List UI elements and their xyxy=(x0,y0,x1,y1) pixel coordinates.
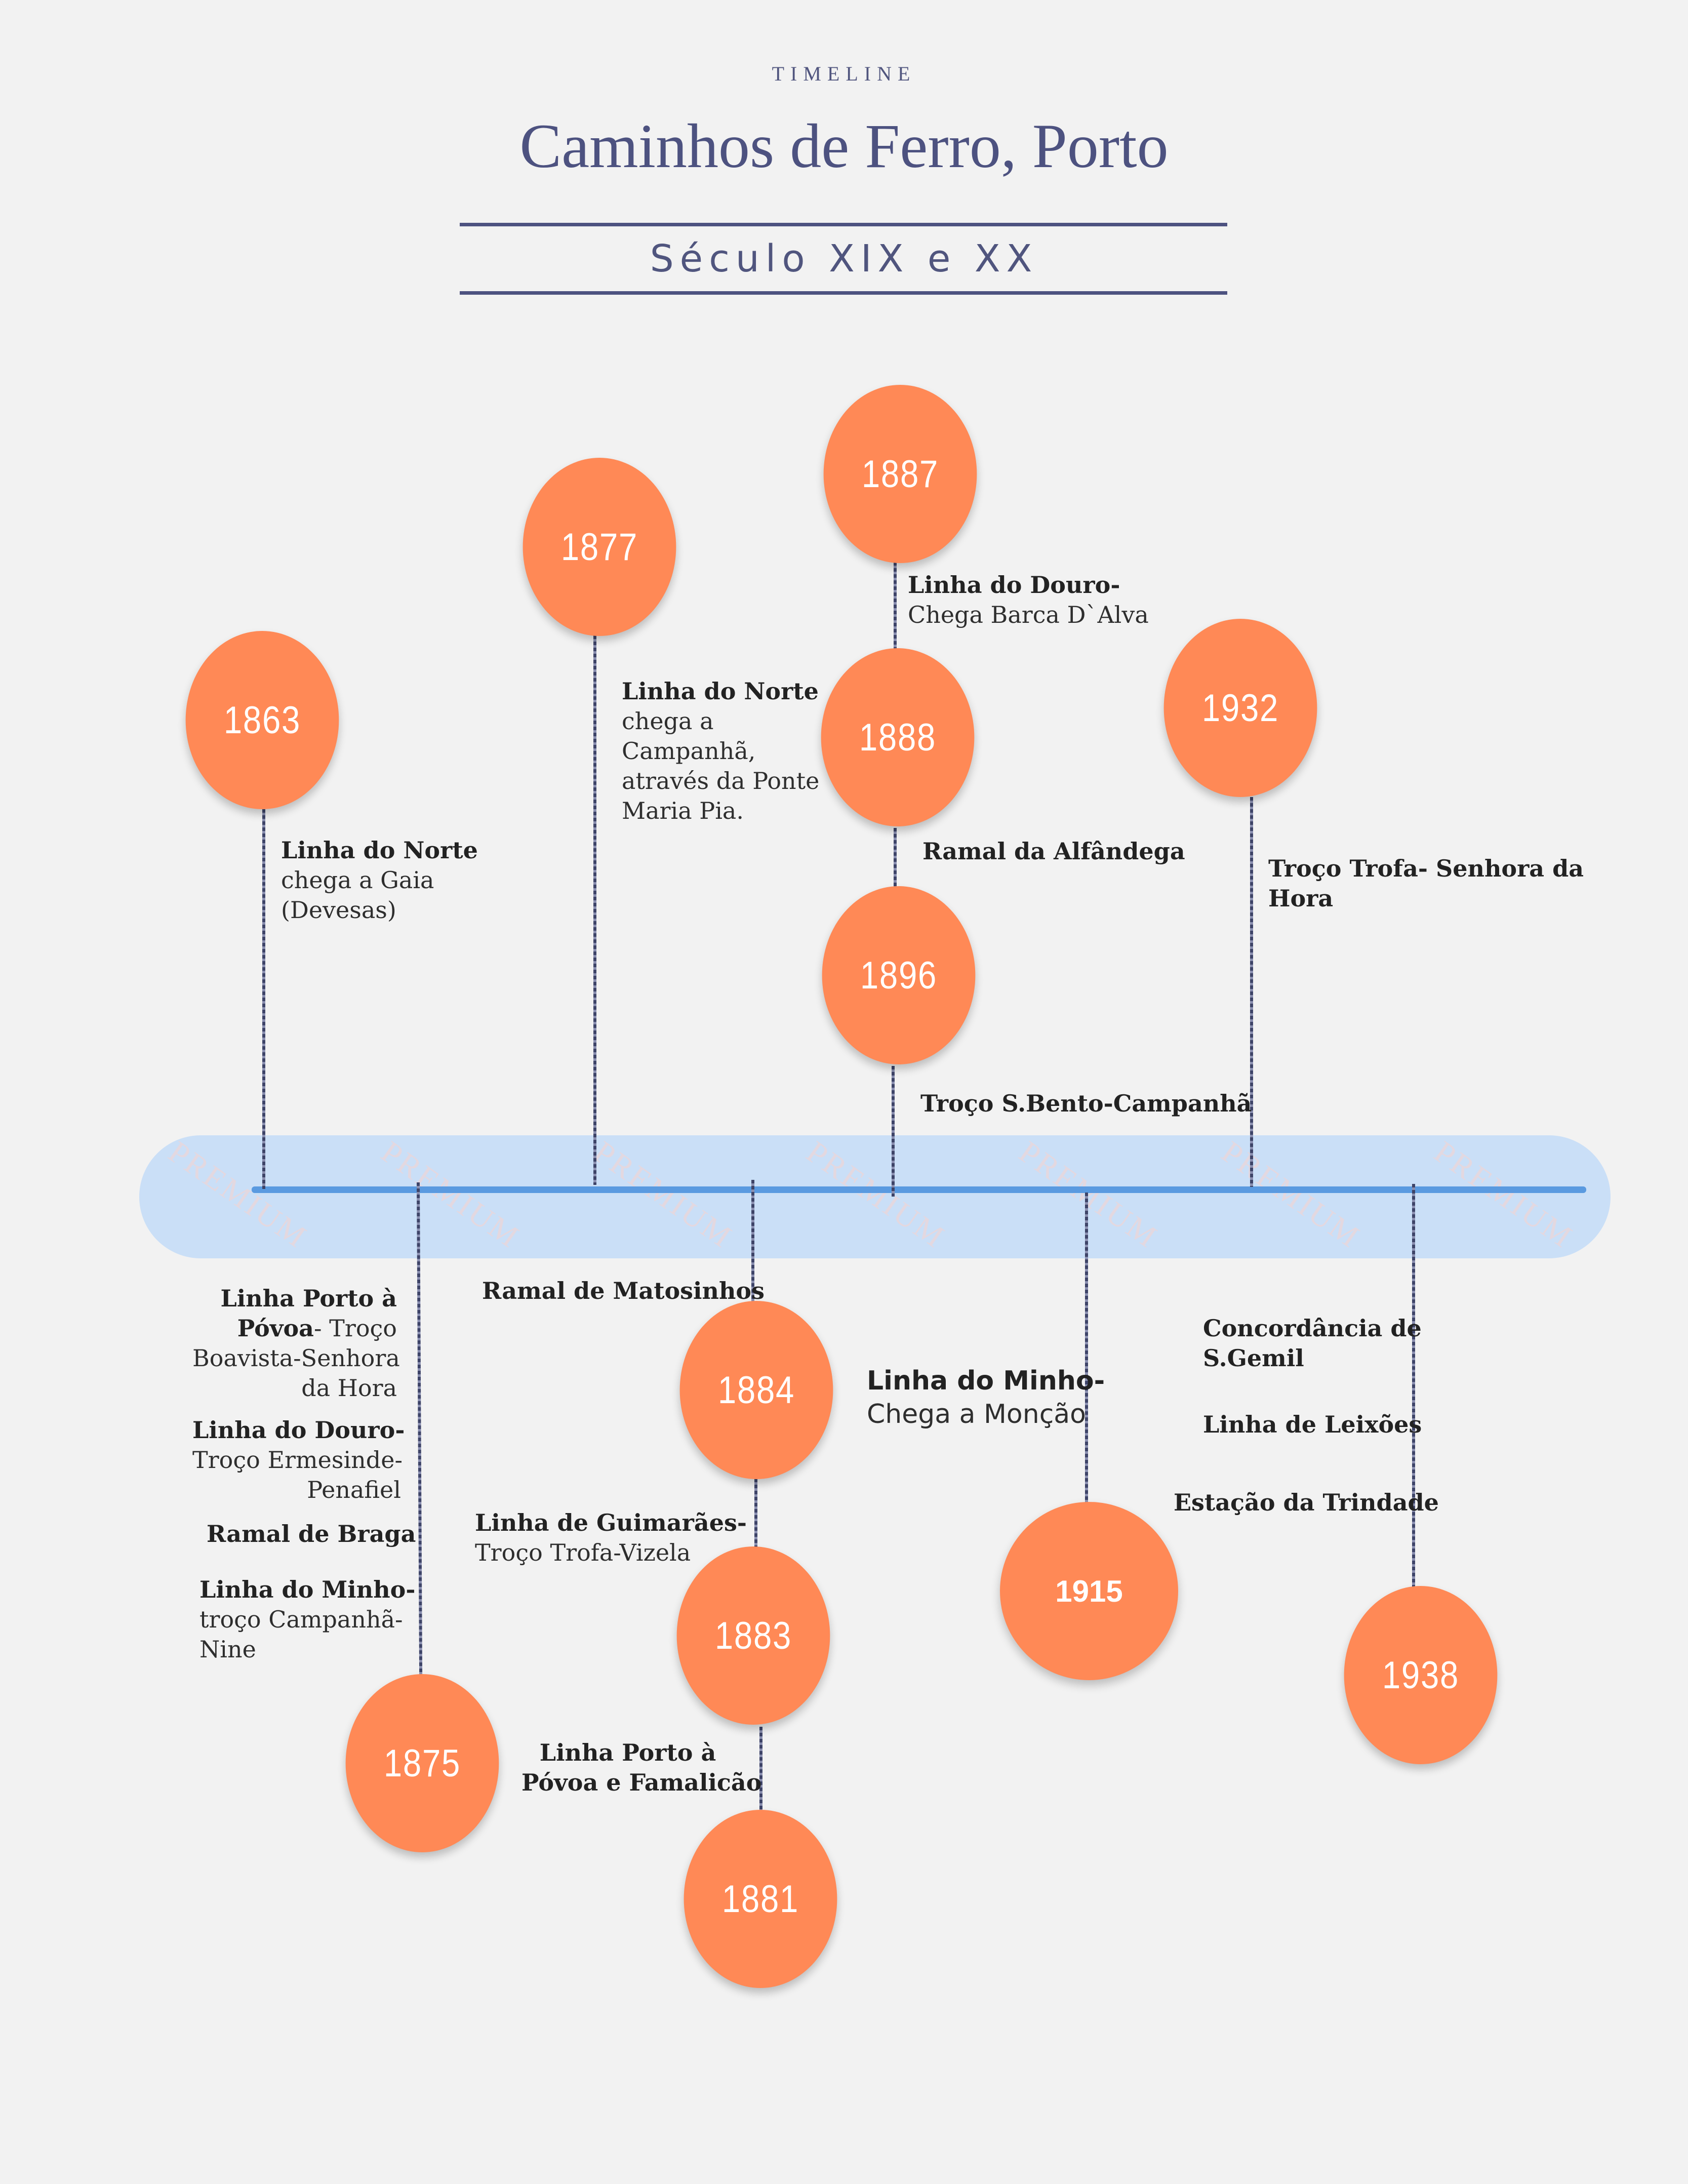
year-circle-1883: 1883 xyxy=(676,1546,830,1725)
event-label-1881: Linha Porto à Póvoa e Famalicão xyxy=(521,1739,762,1796)
connector-1938 xyxy=(1412,1184,1415,1591)
title-rule-bottom xyxy=(460,291,1227,295)
year-circle-1887: 1887 xyxy=(823,385,977,563)
event-label-1877: Linha do Norte chega a Campanhã, através… xyxy=(622,678,820,824)
connector-1883-1881 xyxy=(759,1727,762,1813)
event-label-1863: Linha do Norte chega a Gaia (Devesas) xyxy=(281,837,478,924)
year-circle-1932: 1932 xyxy=(1163,619,1317,797)
event-label-1883: Linha de Guimarães- Troço Trofa-Vizela xyxy=(475,1509,747,1566)
year-circle-1863: 1863 xyxy=(185,631,339,809)
year-circle-1888: 1888 xyxy=(821,648,975,826)
event-label-1875-minho: Linha do Minho- troço Campanhã- Nine xyxy=(199,1576,416,1663)
connector-1896 xyxy=(892,1066,895,1197)
event-label-1938-gemil: Concordância de S.Gemil xyxy=(1203,1315,1422,1372)
event-label-1938-trindade: Estação da Trindade xyxy=(1174,1489,1439,1516)
year-circle-1938: 1938 xyxy=(1344,1586,1498,1764)
year-circle-1881: 1881 xyxy=(684,1810,837,1988)
event-label-1875-douro: Linha do Douro- Troço Ermesinde- Penafie… xyxy=(192,1416,405,1503)
page-title: Caminhos de Ferro, Porto xyxy=(519,111,1169,181)
connector-1884-1883 xyxy=(754,1479,757,1555)
event-label-1932: Troço Trofa- Senhora da Hora xyxy=(1268,855,1584,912)
connector-1887-1888 xyxy=(894,562,897,651)
event-label-1887: Linha do Douro- Chega Barca D`Alva xyxy=(908,571,1149,628)
year-circle-1896: 1896 xyxy=(822,886,976,1064)
event-label-matosinhos: Ramal de Matosinhos xyxy=(482,1277,765,1304)
connector-1932 xyxy=(1250,797,1253,1187)
connector-1877 xyxy=(593,636,596,1185)
event-label-1938-leixoes: Linha de Leixões xyxy=(1203,1411,1422,1438)
eyebrow-label: TIMELINE xyxy=(772,62,916,85)
year-circle-1877: 1877 xyxy=(523,458,676,636)
connector-1884 xyxy=(751,1180,754,1301)
event-label-1875-braga: Ramal de Braga xyxy=(207,1520,416,1547)
connector-1915 xyxy=(1085,1193,1088,1506)
event-label-1888: Ramal da Alfândega xyxy=(922,838,1185,865)
connector-1888-1896 xyxy=(894,828,897,889)
title-rule-top xyxy=(460,223,1227,226)
year-circle-1915: 1915 xyxy=(1000,1502,1178,1680)
page-subtitle: Século XIX e XX xyxy=(650,237,1038,281)
timeline-axis xyxy=(252,1186,1586,1193)
timeline-band xyxy=(139,1135,1611,1258)
event-label-1884: Linha do Minho- Chega a Monção xyxy=(867,1366,1105,1429)
event-label-1896: Troço S.Bento-Campanhã xyxy=(920,1090,1252,1117)
event-label-1875-povoa: Linha Porto à Póvoa- Troço Boavista-Senh… xyxy=(192,1285,400,1402)
year-circle-1884: 1884 xyxy=(679,1301,833,1479)
year-circle-1875: 1875 xyxy=(345,1674,499,1852)
connector-1863 xyxy=(262,809,265,1189)
